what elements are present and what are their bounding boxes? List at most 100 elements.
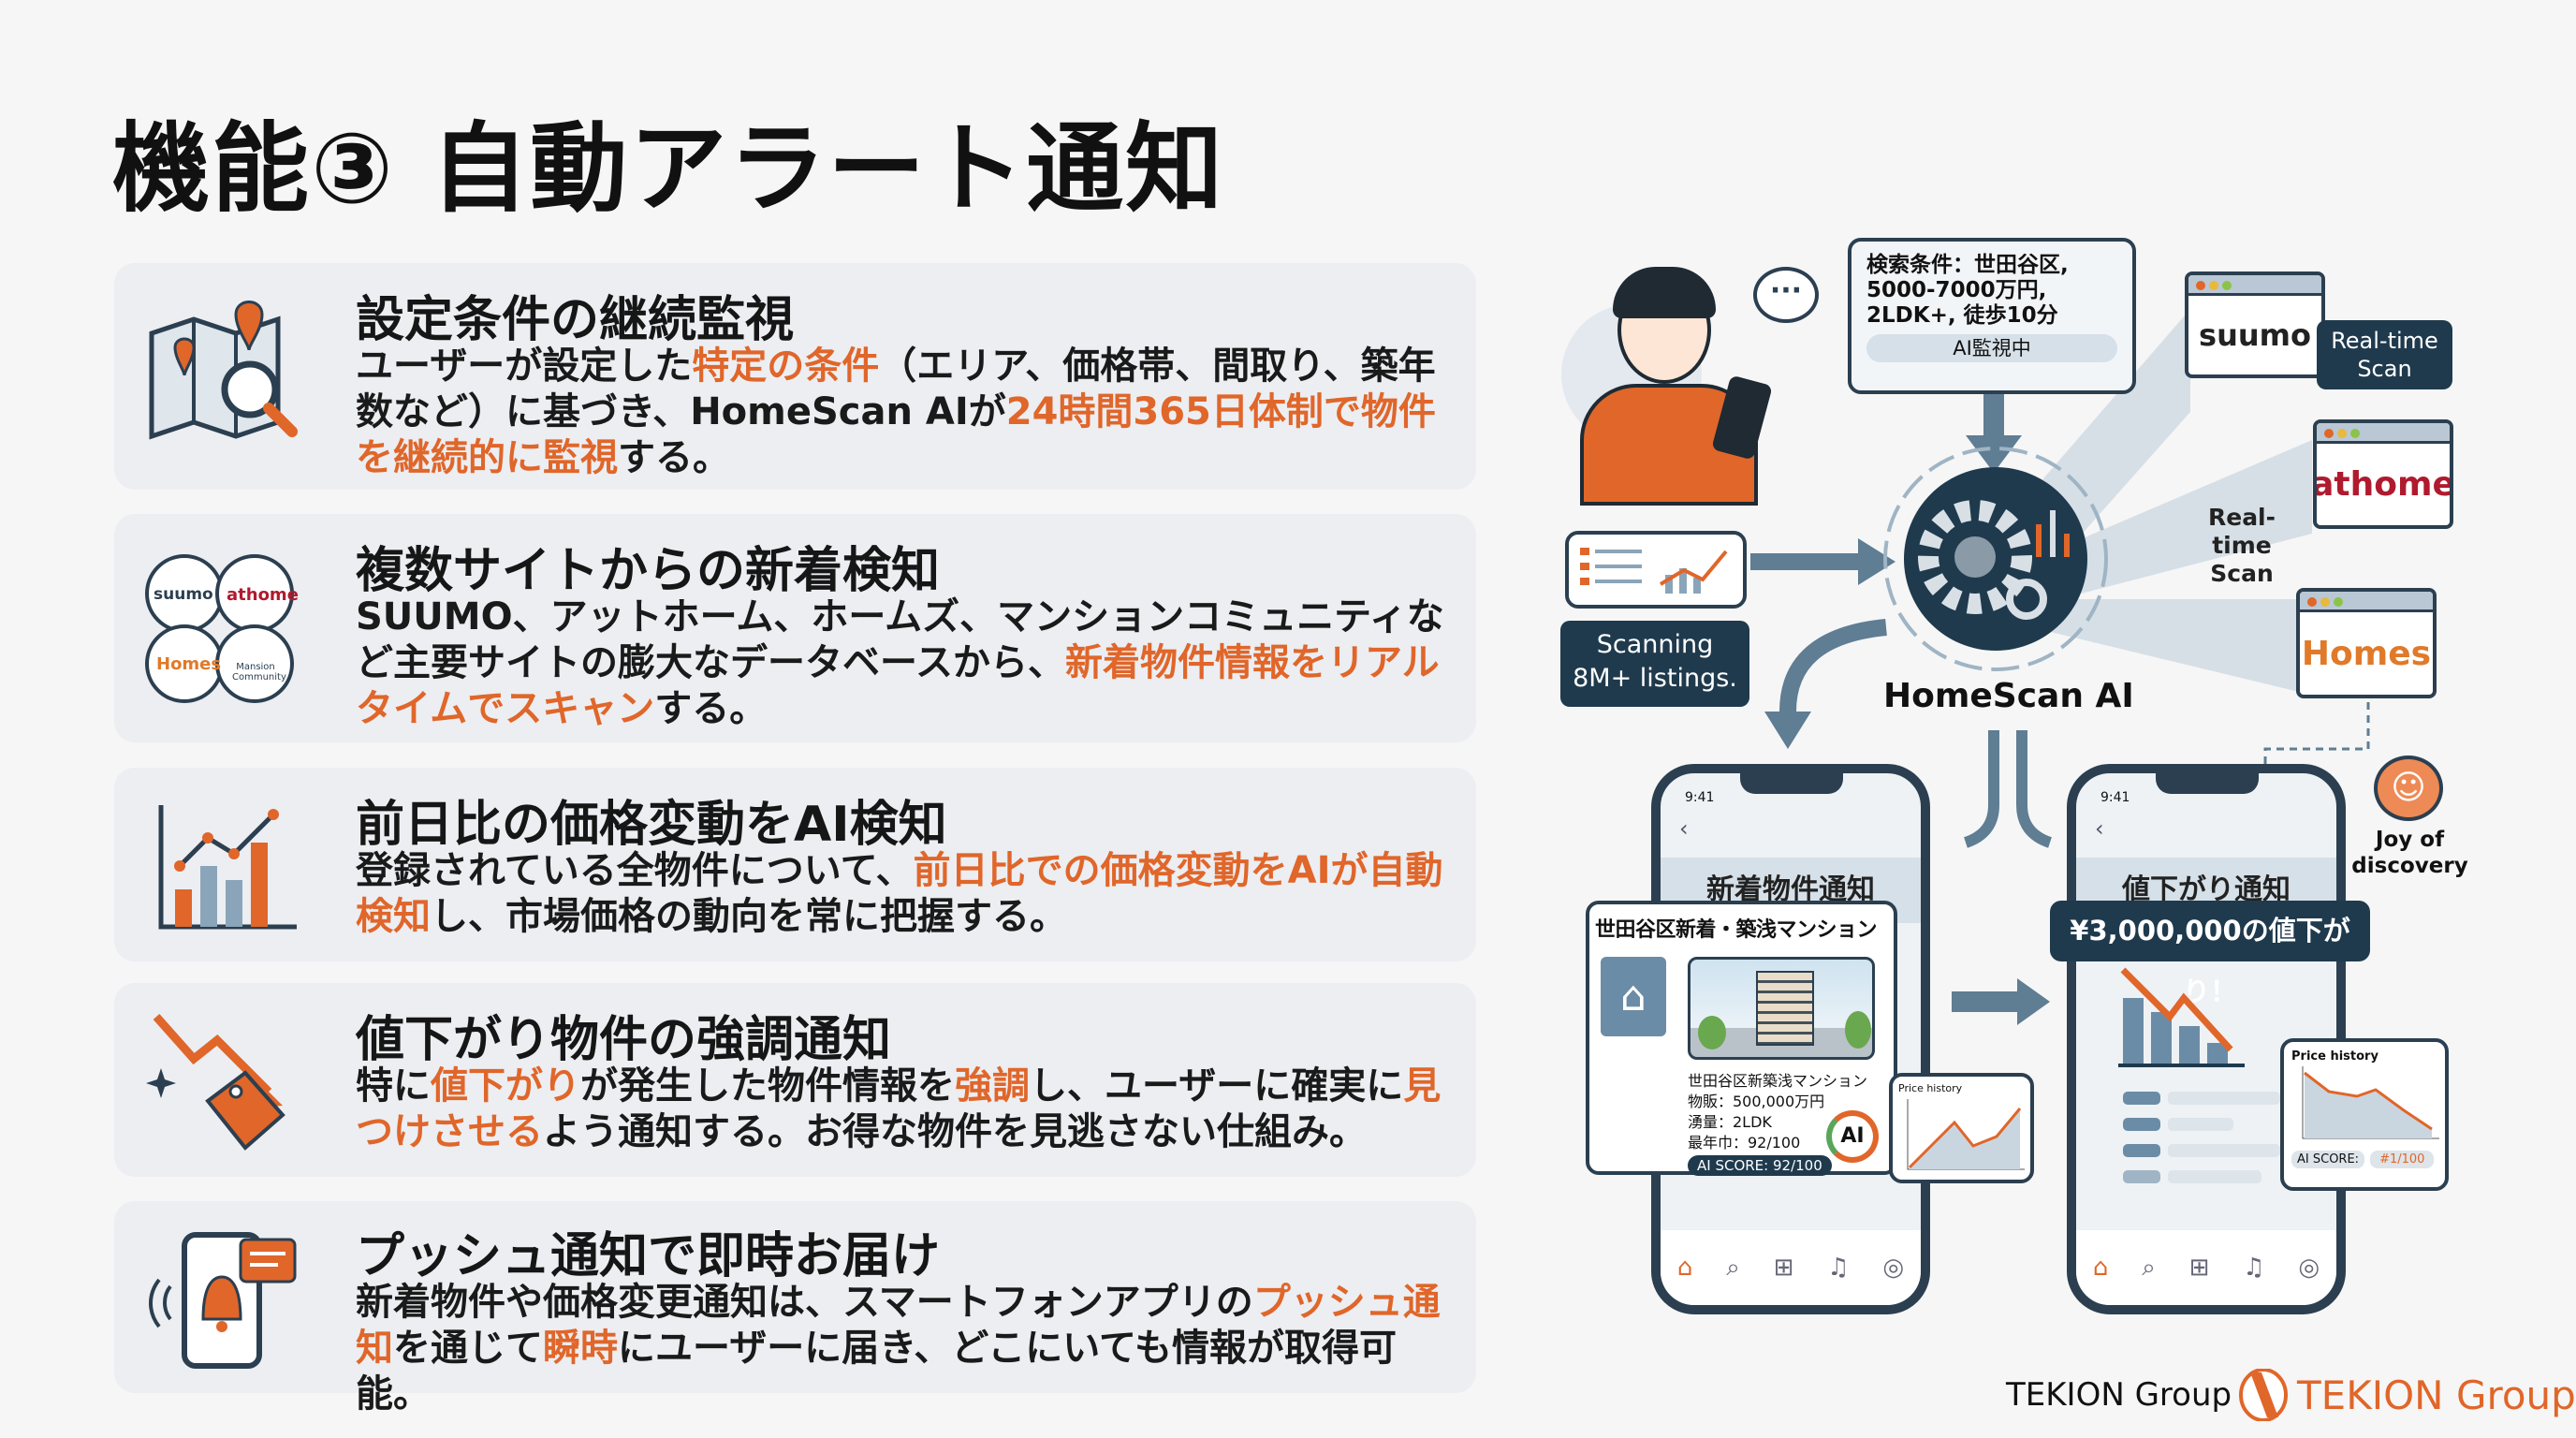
- athome-site-window: athome: [2313, 419, 2453, 529]
- scanning-listings-label: Scanning 8M+ listings.: [1560, 621, 1749, 707]
- body-text: （エリア、価格帯、間取り、築年数など）に基づき、HomeScan AIが: [356, 345, 1436, 433]
- homes-site-window: Homes: [2296, 588, 2437, 698]
- feature-card-push: プッシュ通知で即時お届け 新着物件や価格変更通知は、スマートフォンアプリのプッシ…: [114, 1201, 1476, 1416]
- homes-logo: Homes: [2301, 634, 2432, 673]
- suumo-site-window: suumo: [2185, 271, 2325, 378]
- card-body: ユーザーが設定した特定の条件（エリア、価格帯、間取り、築年数など）に基づき、Ho…: [356, 344, 1470, 481]
- new-listing-notification: 世田谷区新着・築浅マンション ⌂ 世田谷区新築浅マンション 物販：500,000…: [1586, 901, 1897, 1176]
- price-down-line-icon: [2302, 1066, 2439, 1139]
- building-photo: [1688, 957, 1875, 1060]
- back-icon[interactable]: ‹: [2095, 815, 2104, 842]
- feature-card-price-change: 前日比の価格変動をAI検知 登録されている全物件について、前日比での価格変動をA…: [114, 768, 1476, 961]
- ai-score-badge: AI SCORE: 92/100: [1688, 1155, 1832, 1176]
- tekion-logo-icon: [2239, 1369, 2288, 1421]
- feature-card-price-drop: 値下がり物件の強調通知 特に値下がりが発生した物件情報を強調し、ユーザーに確実に…: [114, 983, 1476, 1177]
- body-text: 登録されている全物件について、: [356, 849, 914, 892]
- notification-title: 世田谷区新着・築浅マンション: [1595, 918, 1878, 942]
- price-up-line-icon: [1907, 1099, 2025, 1170]
- ai-score-value: #1/100: [2370, 1151, 2435, 1168]
- card-title: 値下がり物件の強調通知: [356, 1012, 892, 1068]
- home-icon[interactable]: ⌂: [1676, 1254, 1693, 1282]
- search-icon[interactable]: ⌕: [2142, 1253, 2156, 1282]
- price-drop-chart-icon: [2118, 967, 2280, 1183]
- feature-card-monitoring: 設定条件の継続監視 ユーザーが設定した特定の条件（エリア、価格帯、間取り、築年数…: [114, 263, 1476, 490]
- gear-icon: [1918, 500, 2047, 620]
- highlight-text: 強調: [955, 1064, 1030, 1108]
- workflow-diagram: ··· 検索条件：世田谷区, 5000-7000万円, 2LDK+, 徒歩10分…: [1554, 225, 2490, 1329]
- hub-label: HomeScan AI: [1883, 677, 2134, 715]
- highlight-text: 24時間365日体制で物件を継続的に監視: [356, 390, 1436, 479]
- suumo-logo: suumo: [154, 585, 213, 604]
- ai-monitoring-status: AI監視中: [1866, 334, 2117, 362]
- card-body: 新着物件や価格変更通知は、スマートフォンアプリのプッシュ通知を通じて瞬時にユーザ…: [356, 1280, 1470, 1417]
- condition-line: 2LDK+, 徒歩10分: [1866, 303, 2058, 328]
- page-title: 機能③ 自動アラート通知: [112, 111, 1225, 226]
- bell-icon[interactable]: ♫: [2243, 1254, 2265, 1282]
- bar-chart-icon: [158, 805, 297, 930]
- condition-line: 5000-7000万円,: [1866, 278, 2047, 302]
- phone-bell-icon: [149, 1232, 297, 1369]
- home-icon: ⌂: [1601, 957, 1666, 1036]
- listing-detail: 最年巾：92/100: [1688, 1134, 1801, 1152]
- joy-label: Joy of discovery: [2351, 827, 2468, 879]
- ai-score-ring: AI: [1826, 1110, 1879, 1163]
- listing-detail: 物販：500,000万円: [1688, 1093, 1825, 1110]
- chart-title: Price history: [1898, 1082, 1963, 1094]
- user-with-phone-illustration: ···: [1561, 248, 1819, 506]
- body-text: する。: [654, 687, 768, 730]
- search-conditions-box: 検索条件：世田谷区, 5000-7000万円, 2LDK+, 徒歩10分 AI監…: [1848, 238, 2136, 394]
- highlight-text: 値下がり: [431, 1064, 580, 1108]
- add-icon[interactable]: ⊞: [2188, 1254, 2210, 1282]
- bottom-nav: ⌂ ⌕ ⊞ ♫ ◎: [2076, 1230, 2336, 1305]
- status-time: 9:41: [2100, 790, 2130, 805]
- search-icon[interactable]: ⌕: [1726, 1253, 1740, 1282]
- suumo-logo: suumo: [2199, 317, 2311, 353]
- joy-line: Joy of: [2375, 828, 2445, 852]
- card-body: 特に値下がりが発生した物件情報を強調し、ユーザーに確実に見つけさせるよう通知する…: [356, 1064, 1470, 1155]
- body-text: を通じて: [393, 1327, 543, 1370]
- speech-bubble-icon: ···: [1753, 267, 1819, 323]
- bell-icon[interactable]: ♫: [1827, 1254, 1850, 1282]
- listing-name: 世田谷区新築浅マンション: [1688, 1072, 1868, 1090]
- price-history-chart: Price history AI SCORE: #1/100: [2280, 1038, 2449, 1191]
- dashboard-thumbnail: [1565, 531, 1747, 609]
- highlight-text: 瞬時: [543, 1327, 618, 1370]
- company-name: TEKION Group: [2006, 1376, 2232, 1414]
- smiley-icon: ☺: [2374, 756, 2443, 821]
- body-text: にユーザーに届き、どこにいても情報が取得可能。: [356, 1327, 1397, 1416]
- card-title: 複数サイトからの新着検知: [356, 543, 941, 599]
- body-text: SUUMO、アットホーム、ホームズ、マンションコミュニティなど主要サイトの膨大な…: [356, 595, 1444, 684]
- homes-logo: Homes: [156, 654, 222, 674]
- logo-text: TEKION Group: [2297, 1372, 2576, 1418]
- company-logo: TEKION Group: [2237, 1369, 2576, 1421]
- condition-line: 検索条件：世田谷区,: [1866, 253, 2069, 277]
- bottom-nav: ⌂ ⌕ ⊞ ♫ ◎: [1661, 1230, 1921, 1305]
- scanning-label: Scanning: [1596, 630, 1714, 659]
- home-icon[interactable]: ⌂: [2092, 1254, 2109, 1282]
- chart-title: Price history: [2291, 1049, 2378, 1064]
- joy-line: discovery: [2351, 854, 2468, 878]
- price-drop-banner: ¥3,000,000の値下がり！: [2050, 901, 2370, 1007]
- price-drop-tag-icon: [146, 1014, 285, 1151]
- back-icon[interactable]: ‹: [1679, 815, 1689, 842]
- listing-detail: 湧量：2LDK: [1688, 1113, 1772, 1131]
- card-body: SUUMO、アットホーム、ホームズ、マンションコミュニティなど主要サイトの膨大な…: [356, 594, 1470, 732]
- card-title: 前日比の価格変動をAI検知: [356, 797, 947, 853]
- body-text: よう通知する。お得な物件を見逃さない仕組み。: [543, 1110, 1367, 1153]
- body-text: する。: [618, 436, 730, 479]
- card-title: プッシュ通知で即時お届け: [356, 1228, 941, 1284]
- realtime-scan-text: Real-time Scan: [2207, 504, 2276, 587]
- body-text: ユーザーが設定した: [356, 345, 693, 388]
- card-title: 設定条件の継続監視: [356, 292, 795, 348]
- athome-logo: athome: [227, 585, 299, 605]
- add-icon[interactable]: ⊞: [1773, 1254, 1794, 1282]
- ai-score-label: AI SCORE:: [2291, 1151, 2365, 1168]
- settings-icon[interactable]: ◎: [2298, 1254, 2320, 1282]
- site-logos-icon: suumo athome Homes Mansion Community: [142, 551, 301, 711]
- body-text: が発生した物件情報を: [580, 1064, 955, 1108]
- highlight-text: プッシュ通知: [356, 1281, 1441, 1370]
- status-time: 9:41: [1685, 790, 1715, 805]
- listing-details: 世田谷区新築浅マンション 物販：500,000万円 湧量：2LDK 最年巾：92…: [1688, 1071, 1867, 1153]
- settings-icon[interactable]: ◎: [1882, 1254, 1905, 1282]
- map-search-icon: [149, 301, 298, 440]
